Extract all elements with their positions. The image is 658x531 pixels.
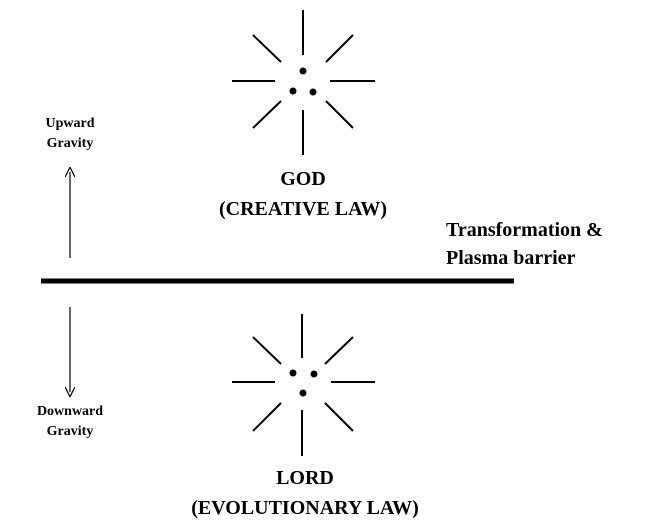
- barrier-label: Transformation & Plasma barrier: [446, 216, 656, 272]
- upward-gravity-label: Upward Gravity: [22, 114, 118, 154]
- god-burst-icon: [232, 10, 375, 155]
- lord-three-dots-icon: [289, 369, 318, 397]
- lord-subtitle: (EVOLUTIONARY LAW): [191, 497, 419, 519]
- downward-gravity-line2: Gravity: [46, 424, 94, 439]
- god-label: GOD (CREATIVE LAW): [183, 164, 423, 224]
- upward-gravity-line2: Gravity: [46, 136, 94, 151]
- downward-gravity-label: Downward Gravity: [12, 402, 128, 442]
- upward-gravity-line1: Upward: [45, 116, 95, 131]
- downward-gravity-line1: Downward: [36, 404, 104, 419]
- god-three-dots-icon: [289, 67, 317, 96]
- lord-burst-icon: [232, 314, 375, 456]
- barrier-line2: Plasma barrier: [446, 247, 576, 269]
- lord-label: LORD (EVOLUTIONARY LAW): [145, 463, 465, 523]
- god-title: GOD: [280, 168, 326, 190]
- barrier-line1: Transformation &: [446, 219, 603, 241]
- lord-title: LORD: [276, 467, 334, 489]
- god-subtitle: (CREATIVE LAW): [219, 198, 387, 220]
